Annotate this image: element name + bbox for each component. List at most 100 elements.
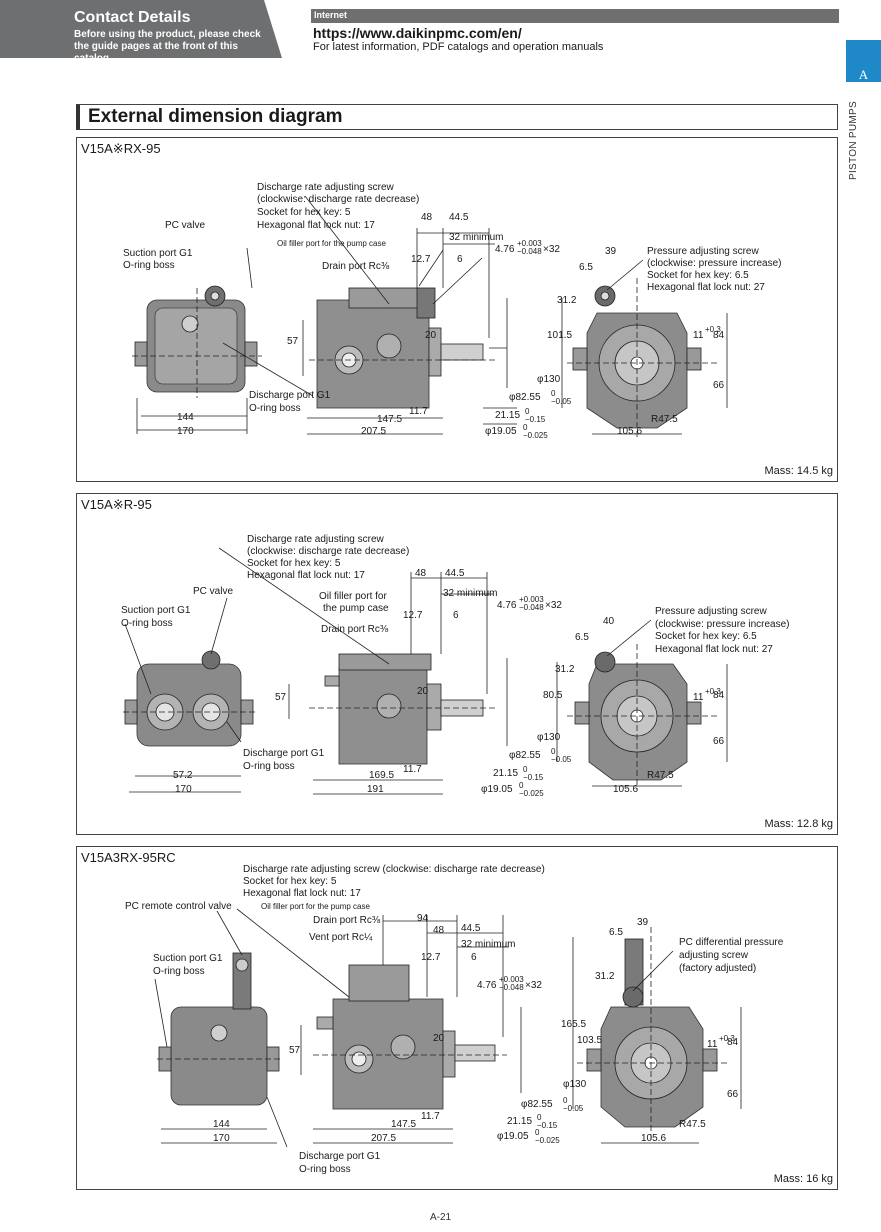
o-ring-discharge-label: O-ring boss [243,761,295,772]
suction-port-label: Suction port G1 [123,248,193,259]
discharge-screw-note: (clockwise: discharge rate decrease) [247,546,409,557]
website-link[interactable]: https://www.daikinpmc.com/en/ [313,25,522,41]
dim-r47-5: R47.5 [651,414,678,425]
pc-remote-label: PC remote control valve [125,901,232,912]
dim-11-7: 11.7 [409,406,428,417]
vent-port-label: Vent port Rc¼ [309,931,373,943]
dim-11-tol: +0.3 [705,687,721,696]
dim-12-7: 12.7 [411,254,431,265]
o-ring-label: O-ring boss [153,966,205,977]
oil-filler-label: Oil filler port for [319,591,387,602]
dim-20: 20 [433,1033,445,1044]
lock-nut-label: Hexagonal flat lock nut: 17 [257,220,375,231]
key-length: ×32 [543,244,560,255]
pc-diff-note: (factory adjusted) [679,963,756,974]
dim-21-tol-up: 0 [523,765,528,774]
key-tol-up: +0.003 [517,239,542,248]
discharge-screw-label: Discharge rate adjusting screw [257,182,395,193]
diagram-panel-2: V15A※R-95 Mass: 12.8 kg [76,493,838,835]
dim-130: φ130 [537,732,561,743]
dim-19-tol-up: 0 [523,423,528,432]
dim-130: φ130 [537,374,561,385]
dim-11-tol: +0.3 [705,325,721,334]
key-tol-down: −0.048 [519,603,544,612]
key-length: ×32 [525,980,542,991]
dim-84: 84 [713,330,725,341]
dim-105-6: 105.6 [617,426,642,437]
pc-valve-label: PC valve [165,220,205,231]
dim-147-5: 147.5 [391,1119,416,1130]
dim-11-tol: +0.3 [719,1034,735,1043]
drain-port-label: Drain port Rc⅜ [322,261,390,272]
discharge-screw-note: (clockwise: discharge rate decrease) [257,194,419,205]
contact-details-title: Contact Details [74,9,191,26]
dim-147-5: 147.5 [377,414,402,425]
dim-11-7: 11.7 [403,764,422,775]
o-ring-label: O-ring boss [121,618,173,629]
dim-11-7: 11.7 [421,1111,440,1122]
dim-82-tol-down: −0.05 [563,1104,584,1113]
dim-31-2: 31.2 [555,664,575,675]
dim-11: 11 [693,692,704,703]
dim-19-tol-down: −0.025 [523,431,548,440]
diagram-panel-1: V15A※RX-95 Mass: 14.5 kg [76,137,838,482]
dim-165-5: 165.5 [561,1019,586,1030]
dim-66: 66 [727,1089,739,1100]
dim-82-tol-down: −0.05 [551,397,572,406]
dim-32-min: 32 minimum [461,939,515,950]
dim-48: 48 [433,925,445,936]
section-title: External dimension diagram [88,106,343,127]
dim-84: 84 [713,690,725,701]
lock-nut-label: Hexagonal flat lock nut: 17 [247,570,365,581]
pressure-nut-label: Hexagonal flat lock nut: 27 [647,282,765,293]
model-name: V15A3RX-95RC [81,850,176,865]
pressure-nut-label: Hexagonal flat lock nut: 27 [655,644,773,655]
dim-82-tol-down: −0.05 [551,755,572,764]
dim-12-7: 12.7 [403,610,423,621]
dim-21-15: 21.15 [493,768,518,779]
contact-details-banner: Contact Details Before using the product… [0,0,282,58]
contact-details-note: Before using the product, please check t… [74,29,261,64]
dim-105-6: 105.6 [613,784,638,795]
model-name: V15A※RX-95 [81,141,161,156]
key-tol-up: +0.003 [519,595,544,604]
dim-6: 6 [453,610,459,621]
dim-19-05: φ19.05 [497,1131,529,1142]
key-size: 4.76 [495,244,515,255]
dim-144: 144 [177,412,194,423]
dim-82-tol-up: 0 [551,747,556,756]
dim-r47-5: R47.5 [647,770,674,781]
discharge-screw-label: Discharge rate adjusting screw [247,534,385,545]
dim-r47-5: R47.5 [679,1119,706,1130]
oil-filler-label-2: the pump case [323,603,389,614]
dim-21-tol-down: −0.15 [523,773,544,782]
o-ring-label: O-ring boss [123,260,175,271]
page-number: A-21 [429,1212,452,1223]
drain-port-label: Drain port Rc⅜ [321,624,389,635]
side-tab-letter: A [846,40,881,82]
dim-57: 57 [289,1045,301,1056]
key-tol-up: +0.003 [499,975,524,984]
dim-57: 57 [287,336,299,347]
dim-44-5: 44.5 [449,212,469,223]
discharge-port-label: Discharge port G1 [249,390,331,401]
dim-170: 170 [175,784,192,795]
internet-bar: Internet [311,9,839,23]
dim-105-6: 105.6 [641,1133,666,1144]
dim-21-tol-up: 0 [525,407,530,416]
dim-19-05: φ19.05 [481,784,513,795]
website-note: For latest information, PDF catalogs and… [313,41,604,53]
dim-169-5: 169.5 [369,770,394,781]
dimension-drawing: PC valve Suction port G1 O-ring boss Dis… [121,534,790,798]
dim-44-5: 44.5 [445,568,465,579]
dim-21-tol-up: 0 [537,1113,542,1122]
dim-6: 6 [471,952,477,963]
dim-191: 191 [367,784,384,795]
dim-40: 40 [603,616,615,627]
key-length: ×32 [545,600,562,611]
diagram-panel-3: V15A3RX-95RC Mass: 16 kg [76,846,838,1190]
dim-84: 84 [727,1037,739,1048]
section-title-box: External dimension diagram [76,104,838,130]
dim-39: 39 [605,246,617,257]
dim-82-tol-up: 0 [551,389,556,398]
